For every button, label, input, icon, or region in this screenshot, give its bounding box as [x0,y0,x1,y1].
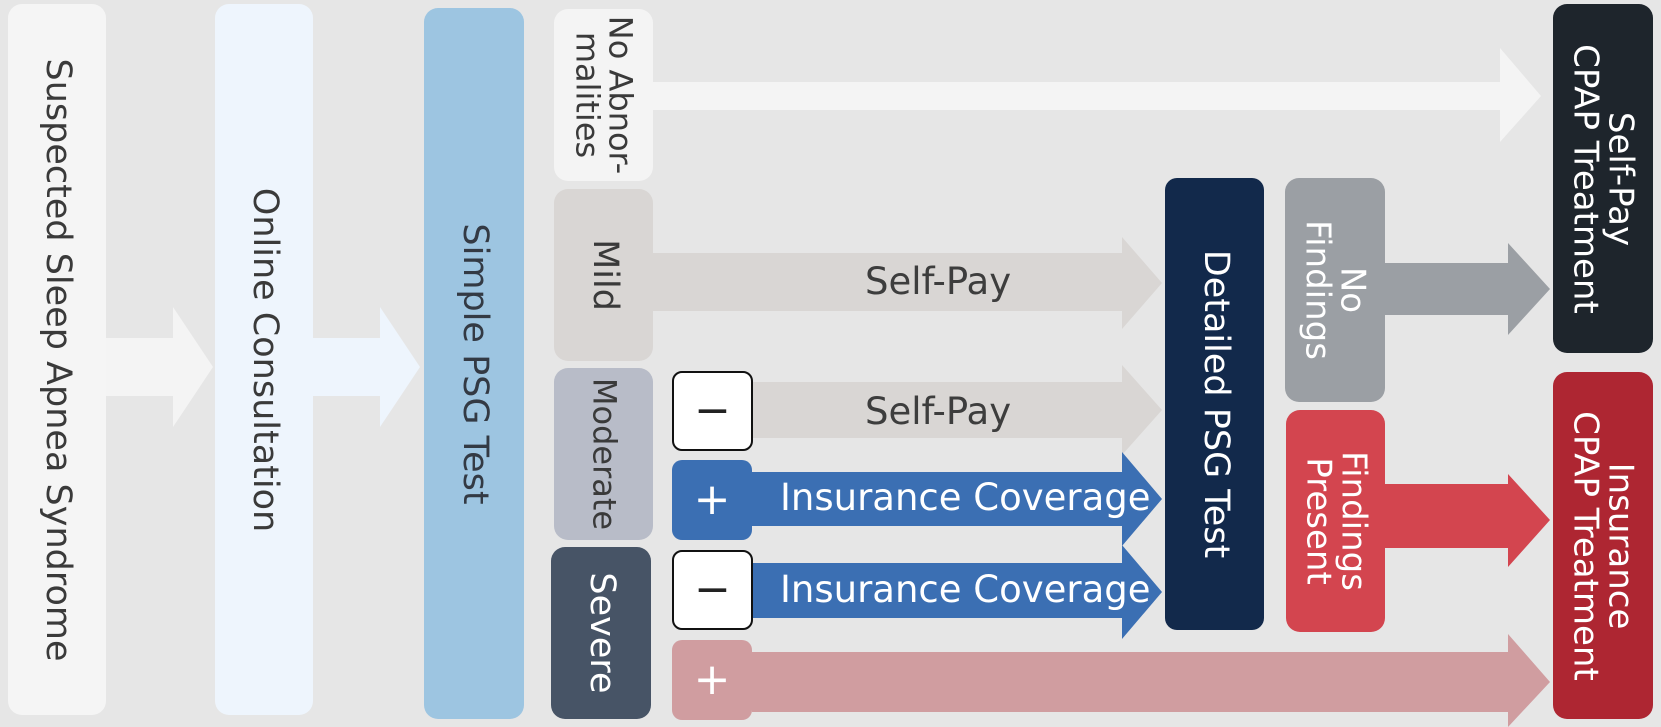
edge-label-mild-selfpay: Self-Pay [865,260,1012,303]
node-mild: Mild [554,189,653,361]
edge-label-moderate-insurance: Insurance Coverage [780,476,1151,519]
severe-plus-symbol: + [672,640,752,720]
no-findings-line-1: No [1332,266,1373,314]
arrow-no-findings-to-selfpay-cpap [1385,243,1550,335]
node-simple-psg-test: Simple PSG Test [424,8,524,719]
no-abnormalities-line-2: malities [568,31,607,159]
arrow-no-abnormalities-to-selfpay-cpap [652,48,1541,142]
insurance-cpap-line-2: CPAP Treatment [1566,410,1606,681]
severe-minus-symbol: − [672,550,753,630]
node-selfpay-cpap-treatment: Self-Pay CPAP Treatment [1553,4,1653,353]
findings-present-line-2: Present [1298,457,1339,585]
arrow-severe-insurance [752,545,1162,639]
arrow-suspected-to-online [106,307,213,427]
arrow-findings-present-to-insurance-cpap [1385,474,1550,567]
moderate-plus-symbol: + [672,460,752,540]
selfpay-cpap-line-1: Self-Pay [1600,111,1641,246]
no-abnormalities-line-1: No Abnor- [601,15,640,175]
selfpay-cpap-line-2: CPAP Treatment [1566,43,1606,314]
node-findings-present: Findings Present [1286,410,1385,632]
node-suspected-sleep-apnea: Suspected Sleep Apnea Syndrome [8,4,106,715]
edge-label-moderate-selfpay: Self-Pay [865,390,1012,433]
node-online-consultation: Online Consultation [215,4,313,715]
node-moderate: Moderate [554,368,653,540]
node-no-abnormalities: No Abnor- malities [554,9,653,181]
no-findings-line-2: Findings [1298,220,1338,360]
arrow-moderate-selfpay [752,365,1162,455]
node-insurance-cpap-treatment: Insurance CPAP Treatment [1553,372,1653,719]
arrow-severe-direct-to-insurance-cpap [752,634,1550,727]
arrow-online-to-simple [313,307,420,427]
arrow-mild-selfpay [652,237,1162,329]
node-severe: Severe [551,547,651,719]
edge-label-severe-insurance: Insurance Coverage [780,568,1151,611]
findings-present-line-1: Findings [1333,451,1374,591]
arrow-moderate-insurance [752,452,1162,546]
moderate-minus-symbol: − [672,371,753,451]
node-no-findings: No Findings [1285,178,1385,402]
insurance-cpap-line-1: Insurance [1600,462,1641,629]
node-detailed-psg-test: Detailed PSG Test [1165,178,1264,630]
